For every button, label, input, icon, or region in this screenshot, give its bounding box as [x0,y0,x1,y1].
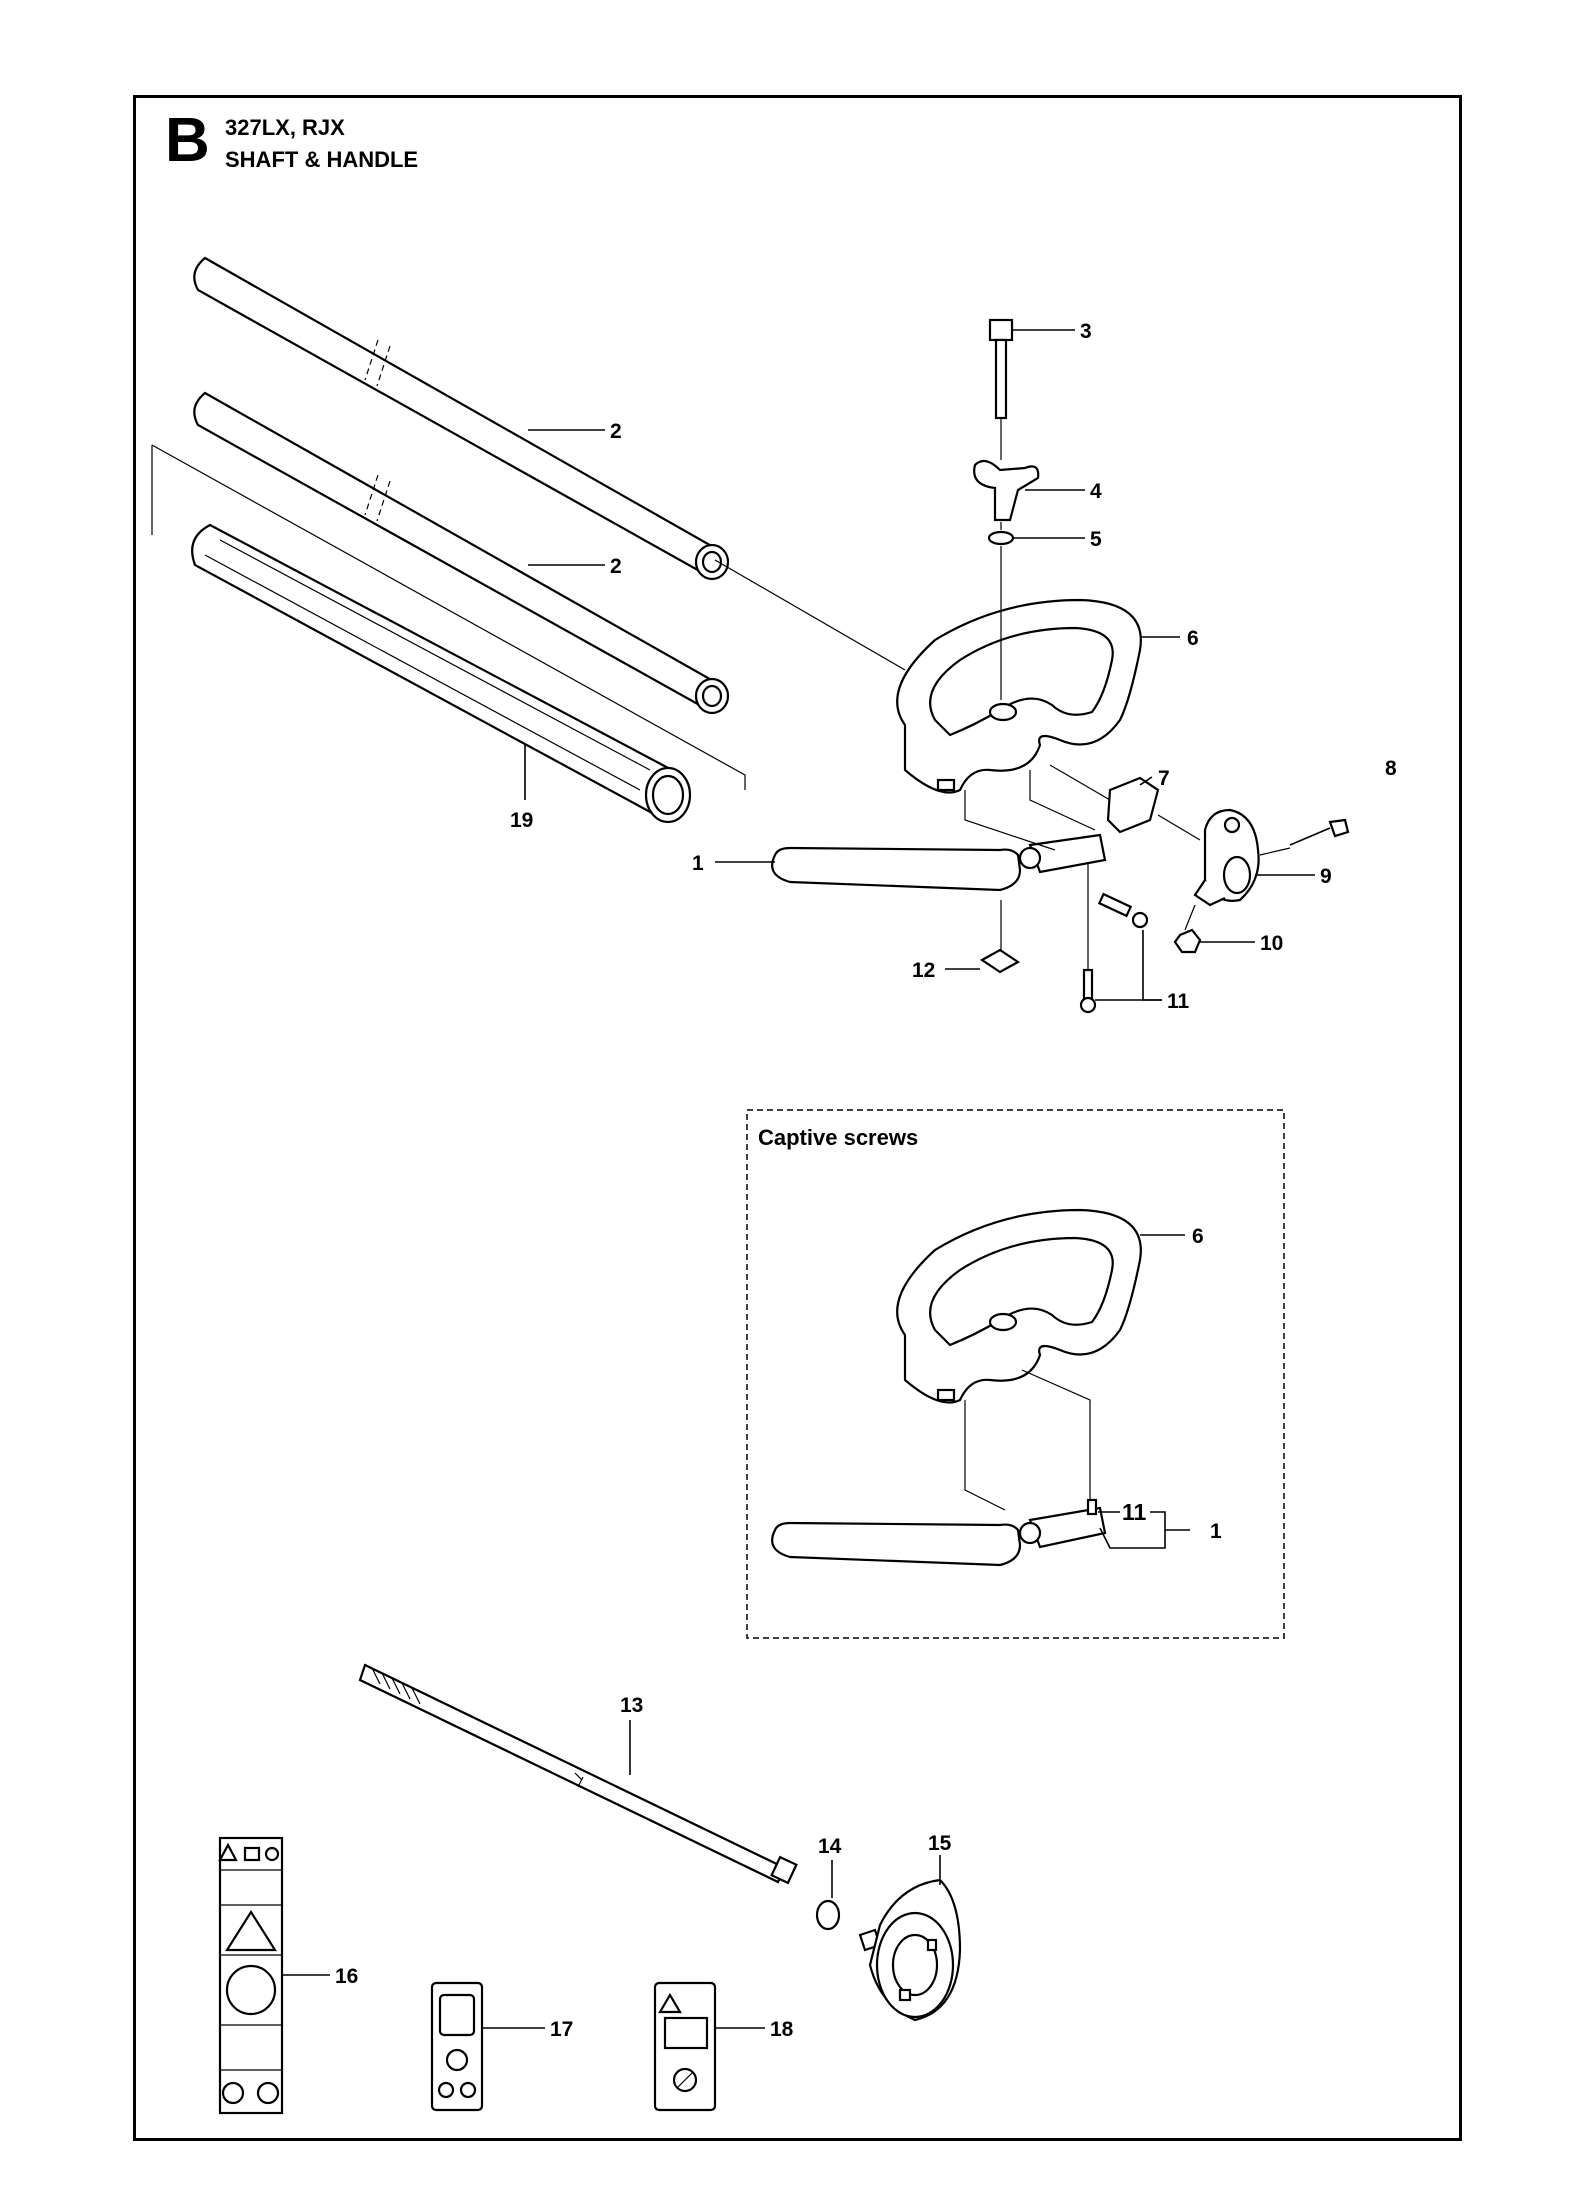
clutch-drum [858,1878,962,2022]
inset-handle-bar [771,1498,1107,1567]
callout-16: 16 [335,1965,358,1988]
clamp-housing [1193,808,1260,907]
callout-6: 6 [1187,627,1199,650]
callout-5: 5 [1090,528,1102,551]
callout-4: 4 [1090,480,1102,503]
callout-3: 3 [1080,320,1092,343]
captive-screws-label: Captive screws [758,1125,919,1150]
shaft-tube-upper [193,256,730,581]
callout-13: 13 [620,1694,643,1717]
loop-handle [896,598,1142,794]
screw-8 [1289,818,1350,846]
section-title: SHAFT & HANDLE [225,147,419,172]
bolt-long [988,318,1014,420]
model-title: 327LX, RJX [225,115,345,140]
callout-8: 8 [1385,757,1397,780]
drawing-frame [133,95,1462,2141]
square-nut [979,948,1021,974]
handle-bar [771,833,1107,892]
hex-nut [1173,928,1202,954]
wing-knob [973,459,1040,522]
label-18 [653,1981,717,2112]
callout-15: 15 [928,1832,952,1855]
section-letter: B [165,106,210,175]
screw-11a [1097,892,1149,929]
clamp-block [1106,776,1160,834]
callout-2a: 2 [610,420,622,443]
callout-11: 11 [1167,990,1190,1013]
warning-label-16 [218,1836,284,2115]
callout-18: 18 [770,2018,794,2041]
inset-callout-6: 6 [1192,1225,1204,1248]
shaft-tube-lower [193,391,730,715]
callout-17: 17 [550,2018,573,2041]
label-17 [430,1981,484,2112]
captive-screws-inset [746,1109,1285,1639]
screw-11b [1079,968,1097,1014]
inset-callout-1: 1 [1210,1520,1222,1543]
callout-1: 1 [692,852,704,875]
drive-shaft [358,1663,798,1885]
callout-2b: 2 [610,555,622,578]
callout-10: 10 [1260,932,1283,955]
callout-12: 12 [912,959,935,982]
callout-19: 19 [510,809,533,832]
callout-7: 7 [1158,767,1170,790]
callout-14: 14 [818,1835,842,1858]
inset-callout-11: 11 [1122,1499,1147,1525]
o-ring [815,1899,841,1931]
washer [987,530,1015,546]
inset-loop-handle [896,1208,1142,1404]
callout-9: 9 [1320,865,1332,888]
grip-sleeve [191,523,692,824]
